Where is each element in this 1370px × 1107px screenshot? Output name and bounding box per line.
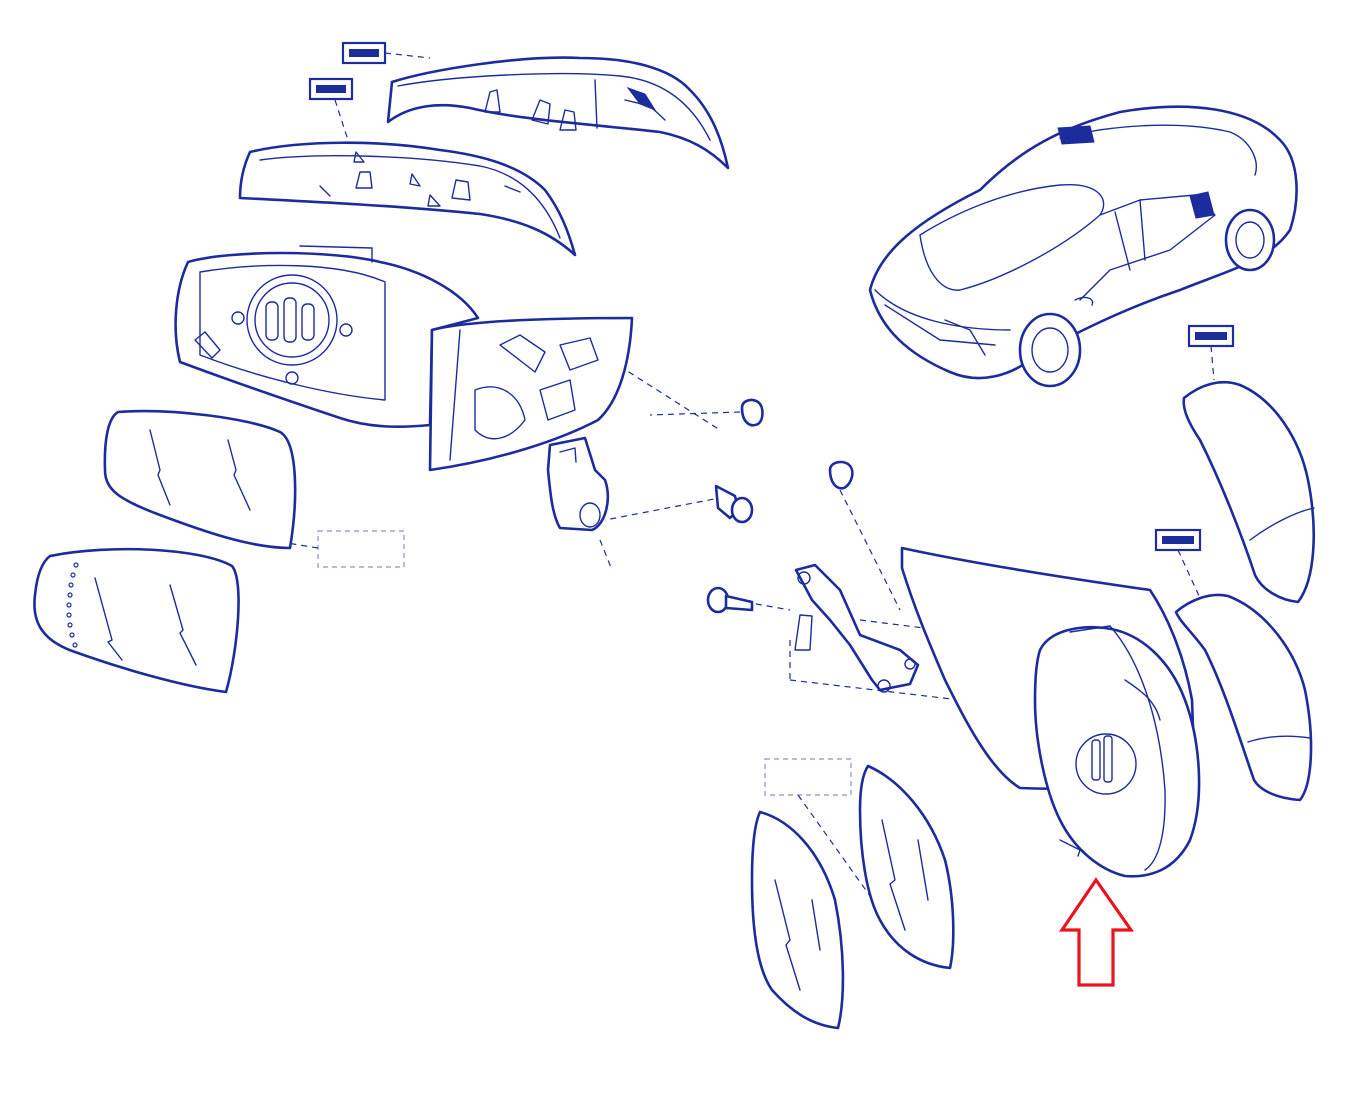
car-overview [868, 105, 1298, 388]
grommet-right [828, 460, 854, 490]
motor-left [546, 436, 610, 532]
mirror-glass-right-b [858, 764, 955, 970]
mirror-glass-right-a [750, 810, 845, 1030]
leader-lines [237, 52, 1215, 911]
highlight-arrow [1058, 877, 1135, 987]
empty-callout-2 [764, 758, 852, 796]
mounting-bracket [794, 563, 920, 693]
mirror-glass-left [103, 409, 297, 550]
screw-right [706, 586, 754, 614]
mirror-housing-left [174, 245, 634, 472]
lower-cover-left [238, 141, 577, 257]
callout-labels [308, 41, 1235, 796]
cover-right-lower [1174, 593, 1313, 802]
grommet-left [740, 398, 764, 427]
upper-cover-left [386, 56, 730, 170]
screw-left [714, 484, 754, 524]
empty-callout-1 [317, 530, 405, 568]
cover-right-upper [1182, 380, 1315, 604]
mirror-housing-right [900, 546, 1201, 878]
mirror-glass-left-heated [33, 547, 240, 694]
